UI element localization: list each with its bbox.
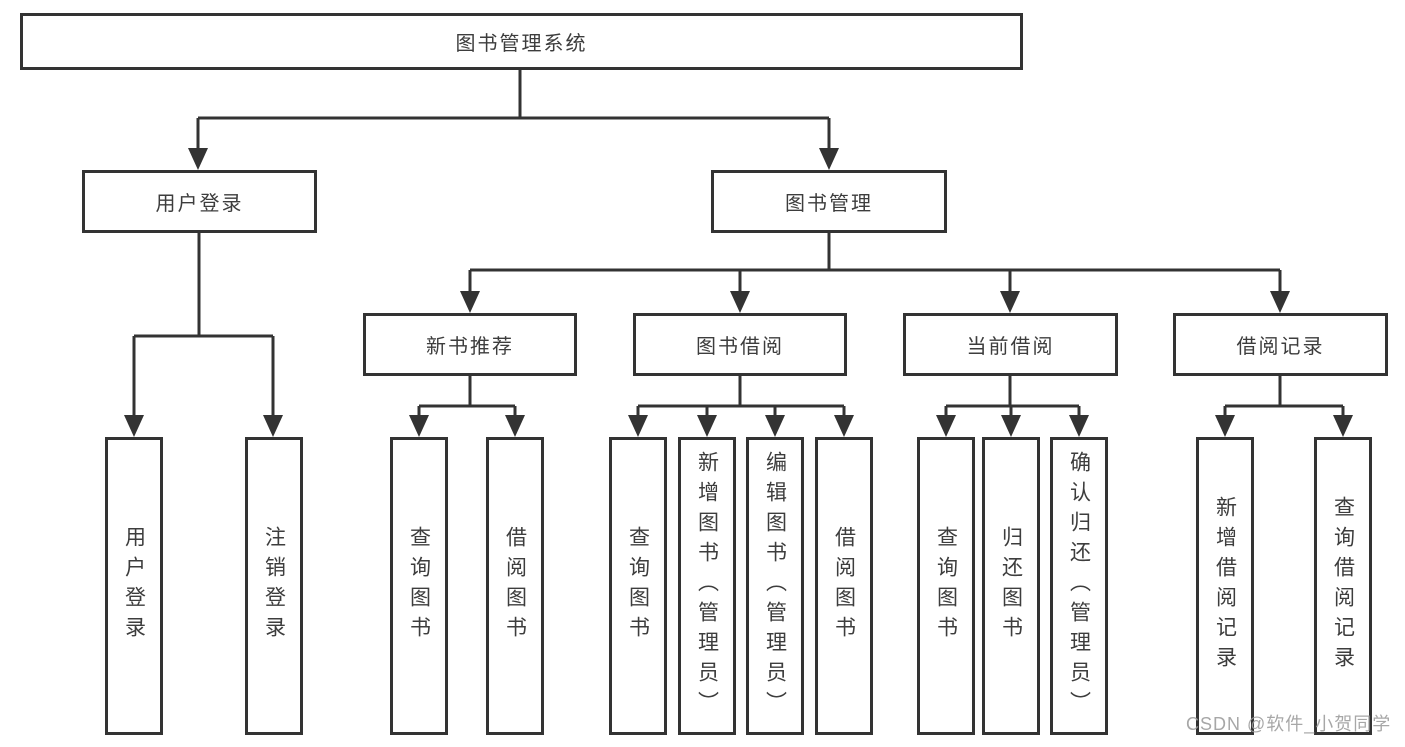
leaf-borrow-add-books: 新增图书（管理员） — [678, 437, 736, 735]
node-current-borrow-label: 当前借阅 — [966, 336, 1055, 358]
leaf-logout-label: 注销登录 — [262, 526, 286, 646]
node-new-book-recommend-label: 新书推荐 — [426, 336, 514, 358]
node-borrow-records: 借阅记录 — [1173, 313, 1388, 376]
node-book-management-label: 图书管理 — [785, 193, 873, 215]
node-current-borrow: 当前借阅 — [903, 313, 1118, 376]
leaf-current-query-books-label: 查询图书 — [934, 526, 958, 646]
leaf-borrow-query-books-label: 查询图书 — [626, 526, 650, 646]
node-root-system-label: 图书管理系统 — [455, 33, 588, 55]
leaf-records-add-record-label: 新增借阅记录 — [1213, 496, 1237, 676]
leaf-recommend-borrow-books-label: 借阅图书 — [503, 526, 527, 646]
leaf-current-return-books: 归还图书 — [982, 437, 1040, 735]
leaf-borrow-edit-books: 编辑图书（管理员） — [746, 437, 804, 735]
leaf-current-query-books: 查询图书 — [917, 437, 975, 735]
leaf-recommend-borrow-books: 借阅图书 — [486, 437, 544, 735]
leaf-logout: 注销登录 — [245, 437, 303, 735]
leaf-recommend-query-books: 查询图书 — [390, 437, 448, 735]
leaf-current-confirm-return: 确认归还（管理员） — [1050, 437, 1108, 735]
leaf-borrow-edit-books-label: 编辑图书（管理员） — [763, 451, 787, 721]
node-user-login: 用户登录 — [82, 170, 317, 233]
leaf-borrow-add-books-label: 新增图书（管理员） — [695, 451, 719, 721]
node-user-login-label: 用户登录 — [155, 193, 244, 215]
leaf-current-return-books-label: 归还图书 — [999, 526, 1023, 646]
leaf-records-query-record: 查询借阅记录 — [1314, 437, 1372, 735]
leaf-current-confirm-return-label: 确认归还（管理员） — [1067, 451, 1091, 721]
node-book-management: 图书管理 — [711, 170, 947, 233]
leaf-borrow-borrow-books-label: 借阅图书 — [832, 526, 856, 646]
node-borrow-records-label: 借阅记录 — [1236, 336, 1325, 358]
leaf-user-login-label: 用户登录 — [122, 526, 146, 646]
leaf-user-login: 用户登录 — [105, 437, 163, 735]
csdn-watermark: CSDN @软件_小贺同学 — [1186, 714, 1392, 734]
leaf-borrow-borrow-books: 借阅图书 — [815, 437, 873, 735]
leaf-records-add-record: 新增借阅记录 — [1196, 437, 1254, 735]
leaf-records-query-record-label: 查询借阅记录 — [1331, 496, 1355, 676]
node-new-book-recommend: 新书推荐 — [363, 313, 577, 376]
node-book-borrow: 图书借阅 — [633, 313, 847, 376]
leaf-borrow-query-books: 查询图书 — [609, 437, 667, 735]
node-root-system: 图书管理系统 — [20, 13, 1023, 70]
node-book-borrow-label: 图书借阅 — [696, 336, 784, 358]
arrowhead-icons — [124, 148, 1353, 437]
leaf-recommend-query-books-label: 查询图书 — [407, 526, 431, 646]
connector-lines — [132, 70, 1345, 417]
